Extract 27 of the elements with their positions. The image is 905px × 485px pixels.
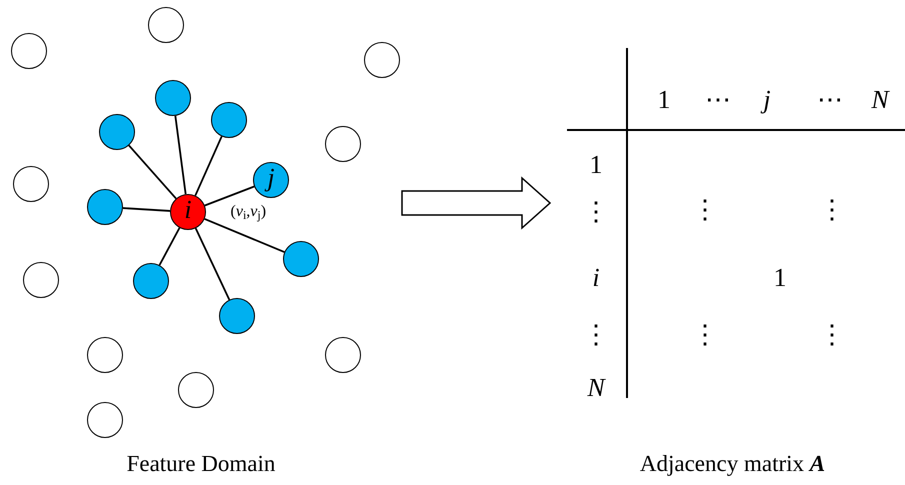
matrix-entry: i [592, 265, 600, 291]
matrix-entry: ⋮ [583, 322, 609, 348]
matrix-entry: ⋮ [819, 197, 845, 223]
edge-line [194, 228, 230, 300]
matrix-entry: ⋯ [817, 87, 843, 113]
matrix-entry: ⋮ [819, 322, 845, 348]
matrix-entry: 1 [658, 87, 670, 113]
edge-line [122, 207, 170, 212]
matrix-entry: ⋮ [692, 197, 718, 223]
edge-line [204, 218, 285, 253]
node-label: Adjacency matrix A [640, 452, 826, 475]
edge-line [194, 136, 222, 196]
edge-line [128, 144, 177, 200]
edge-line [204, 186, 255, 206]
node-label: Feature Domain [126, 452, 276, 475]
matrix-entry: N [871, 87, 889, 113]
matrix-entry: N [587, 375, 605, 401]
matrix-entry: ⋮ [583, 199, 609, 225]
matrix-entry: 1 [590, 152, 602, 178]
matrix-entry: ⋯ [705, 87, 731, 113]
matrix-entry: 1 [774, 265, 786, 291]
edge-line [158, 227, 180, 266]
edge-line [174, 116, 187, 194]
edge-label: (v$_{i}$,v$_{j}$) [230, 204, 266, 220]
matrix-entry: j [763, 87, 771, 113]
block-arrow [401, 176, 552, 230]
matrix-entry: ⋮ [692, 322, 718, 348]
